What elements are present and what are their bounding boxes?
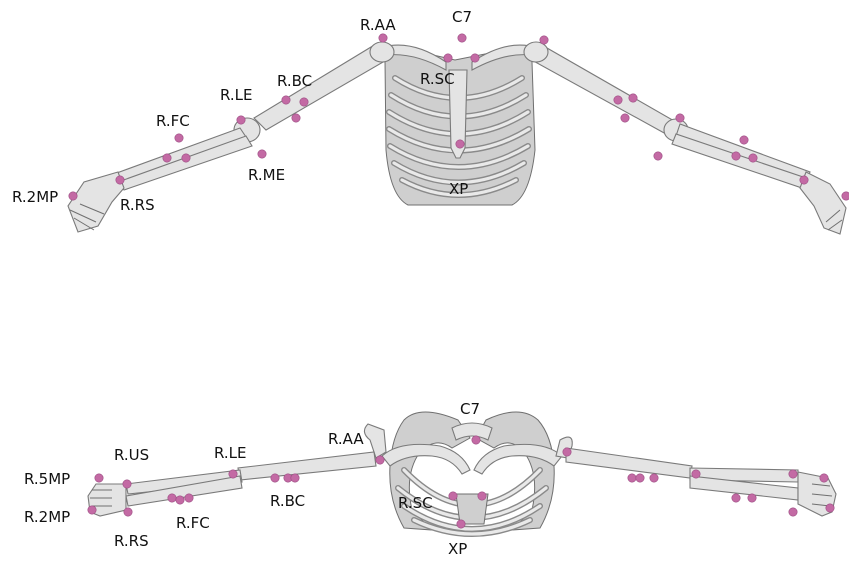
marker [732,152,740,160]
marker [789,470,797,478]
marker [123,480,131,488]
marker [629,94,637,102]
label-r-2mp: R.2MP [24,508,70,526]
label-r-me: R.ME [248,166,285,184]
marker [449,492,457,500]
marker [478,492,486,500]
marker [628,474,636,482]
anterior-view: C7 R.AA R.SC R.BC R.LE R.FC R.ME R.2MP R… [12,8,849,234]
label-r-sc: R.SC [420,70,455,88]
marker [621,114,629,122]
marker [789,508,797,516]
marker [614,96,622,104]
label-r-sc: R.SC [398,494,433,512]
marker [116,176,124,184]
marker [88,506,96,514]
label-c7: C7 [460,400,480,418]
marker [376,456,384,464]
marker [472,436,480,444]
marker [163,154,171,162]
marker [271,474,279,482]
marker [732,494,740,502]
marker [292,114,300,122]
label-r-fc: R.FC [176,514,210,532]
marker [650,474,658,482]
marker [444,54,452,62]
marker [800,176,808,184]
label-r-us: R.US [114,446,149,464]
label-c7: C7 [452,8,472,26]
marker [563,448,571,456]
marker [457,520,465,528]
left-arm-front [524,42,846,234]
label-r-rs: R.RS [120,196,155,214]
label-r-bc: R.BC [277,72,312,90]
label-r-fc: R.FC [156,112,190,130]
label-xp: XP [449,180,468,198]
marker [300,98,308,106]
ribcage-top [382,412,562,534]
marker [176,496,184,504]
marker [654,152,662,160]
marker [291,474,299,482]
label-xp: XP [448,540,467,558]
marker [740,136,748,144]
marker [471,54,479,62]
marker [458,34,466,42]
marker [69,192,77,200]
label-r-aa: R.AA [360,16,396,34]
marker [95,474,103,482]
marker [124,508,132,516]
right-arm-front [68,42,394,232]
label-r-le: R.LE [214,444,247,462]
marker [185,494,193,502]
label-r-5mp: R.5MP [24,470,70,488]
marker [748,494,756,502]
superior-view: C7 R.AA R.LE R.US R.5MP R.2MP R.RS R.FC … [24,400,836,558]
marker [820,474,828,482]
label-r-2mp: R.2MP [12,188,58,206]
marker [842,192,849,200]
label-r-rs: R.RS [114,532,149,550]
marker [456,140,464,148]
marker [636,474,644,482]
label-r-aa: R.AA [328,430,364,448]
marker [282,96,290,104]
marker [168,494,176,502]
marker [379,34,387,42]
marker [182,154,190,162]
marker [237,116,245,124]
marker [258,150,266,158]
marker [676,114,684,122]
marker [826,504,834,512]
label-r-le: R.LE [220,86,253,104]
marker [229,470,237,478]
label-r-bc: R.BC [270,492,305,510]
marker [540,36,548,44]
marker [692,470,700,478]
marker [175,134,183,142]
marker [749,154,757,162]
